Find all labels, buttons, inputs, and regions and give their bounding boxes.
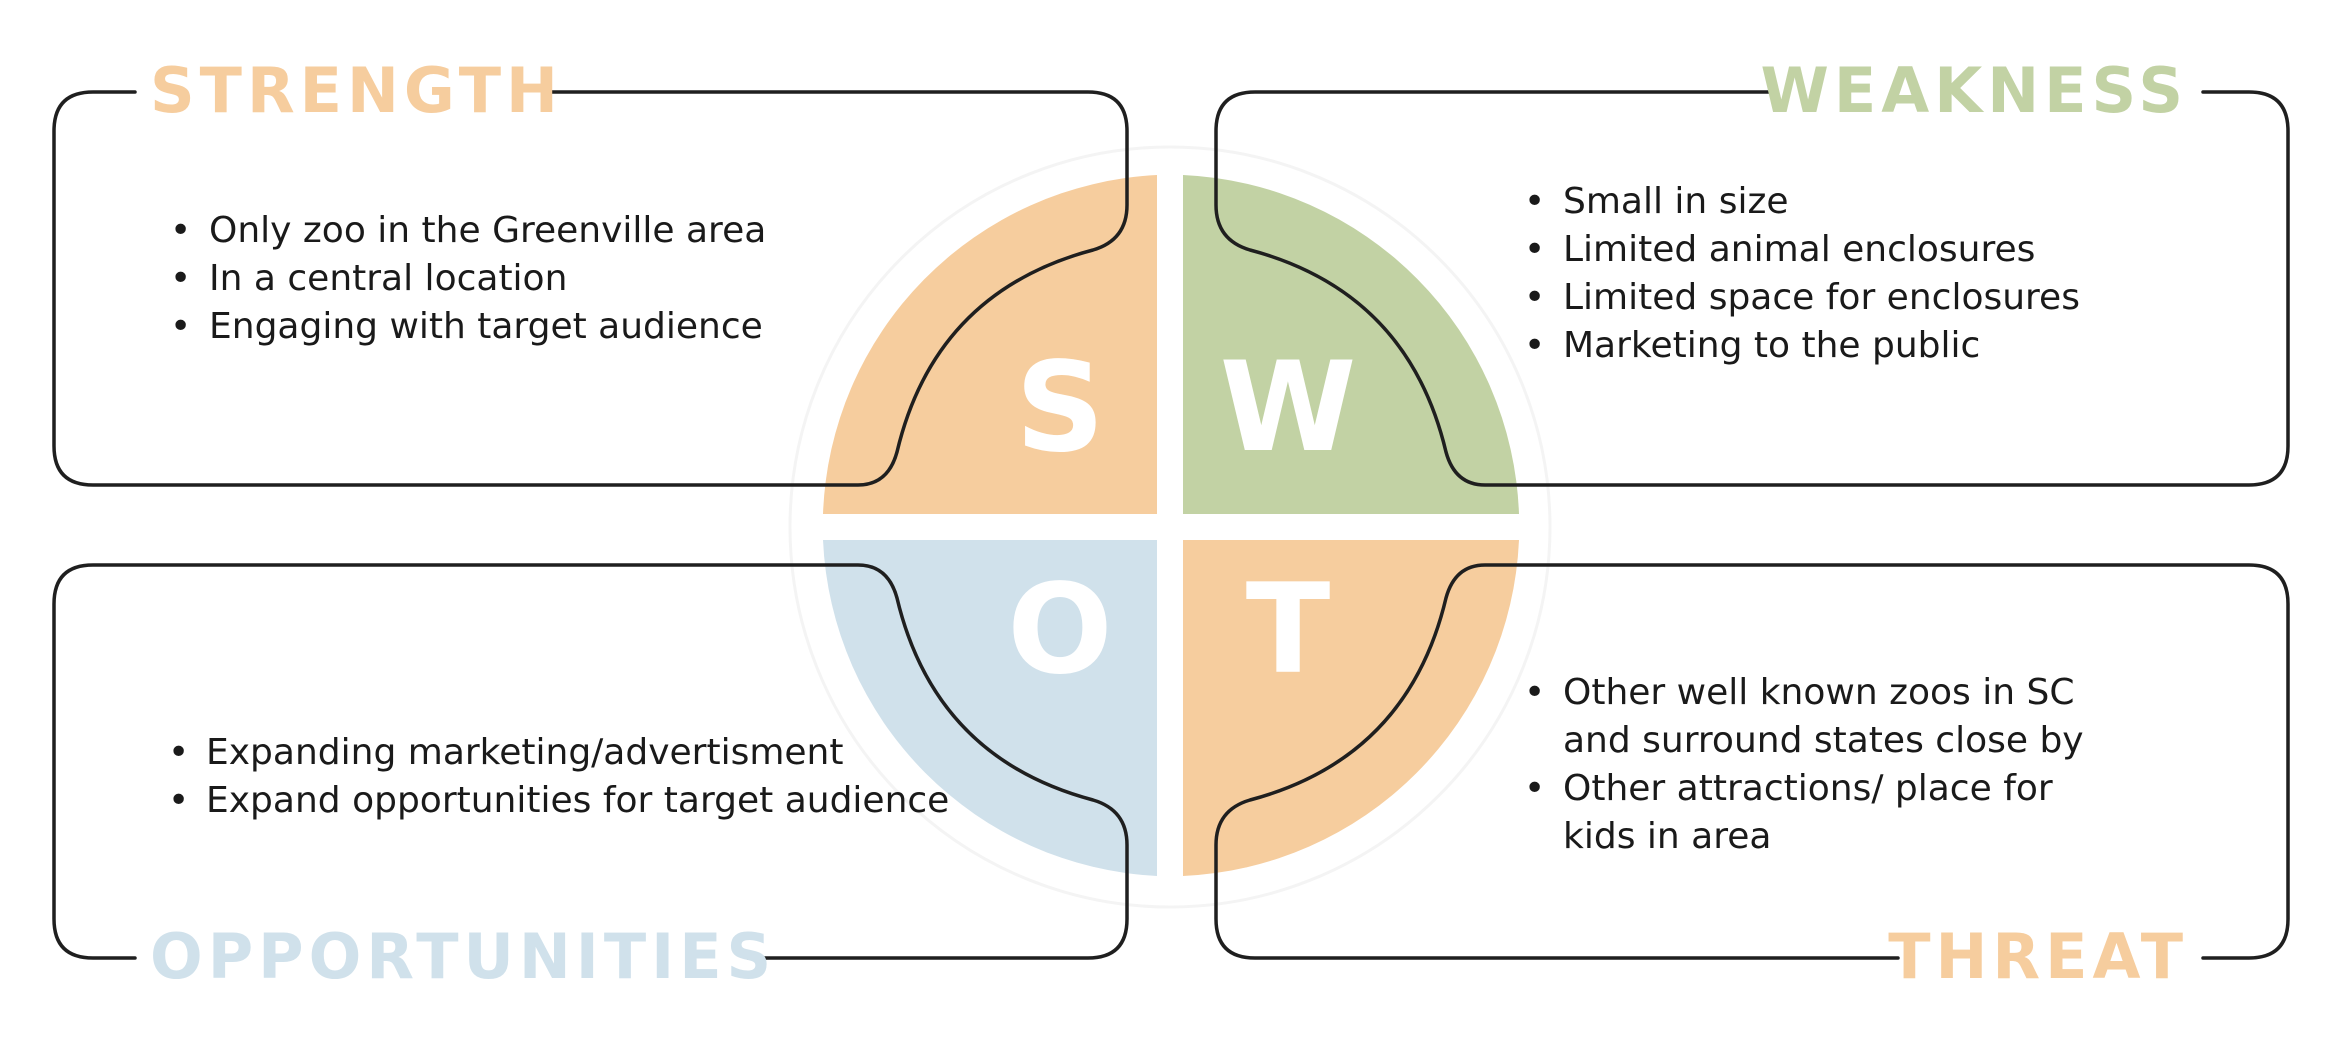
opportunities-list: • Expanding marketing/advertisment • Exp… <box>168 732 949 821</box>
weakness-list: • Small in size • Limited animal enclosu… <box>1524 181 2080 366</box>
opportunities-title: OPPORTUNITIES <box>150 920 776 993</box>
strength-bullet: • <box>170 258 191 299</box>
list-item: Marketing to the public <box>1563 325 1980 366</box>
threat-bullet: • <box>1524 768 1545 809</box>
list-item: Only zoo in the Greenville area <box>209 210 766 251</box>
list-item: Small in size <box>1563 181 1789 222</box>
letter-o: O <box>1007 558 1112 702</box>
threat-wedge <box>1183 540 1519 876</box>
weakness-bullet: • <box>1524 181 1545 222</box>
list-item: In a central location <box>209 258 567 299</box>
weakness-bullet: • <box>1524 229 1545 270</box>
list-item: Engaging with target audience <box>209 306 763 347</box>
list-item-continuation: and surround states close by <box>1563 720 2084 761</box>
list-item: Limited space for enclosures <box>1563 277 2080 318</box>
opportunities-bullet: • <box>168 732 189 773</box>
list-item-continuation: kids in area <box>1563 816 1771 857</box>
strength-list: • Only zoo in the Greenville area • In a… <box>170 210 766 347</box>
strength-frame <box>52 90 1129 487</box>
strength-bullet: • <box>170 210 191 251</box>
letter-s: S <box>1015 336 1104 480</box>
threat-frame <box>1214 563 2290 960</box>
list-item: Other well known zoos in SC <box>1563 672 2075 713</box>
letter-t: T <box>1246 558 1331 702</box>
outer-ring <box>788 145 1552 909</box>
weakness-bullet: • <box>1524 277 1545 318</box>
weakness-frame <box>1214 90 2290 487</box>
strength-bullet: • <box>170 306 191 347</box>
list-item: Expanding marketing/advertisment <box>206 732 844 773</box>
weakness-wedge <box>1183 175 1519 514</box>
letter-w: W <box>1220 336 1357 480</box>
opportunities-frame <box>52 563 1129 960</box>
list-item: Limited animal enclosures <box>1563 229 2035 270</box>
threat-bullet: • <box>1524 672 1545 713</box>
threat-list: • Other well known zoos in SC and surrou… <box>1524 672 2084 857</box>
list-item: Other attractions/ place for <box>1563 768 2053 809</box>
weakness-bullet: • <box>1524 325 1545 366</box>
strength-wedge <box>823 175 1157 514</box>
strength-title: STRENGTH <box>150 54 563 127</box>
threat-title: THREAT <box>1888 920 2188 993</box>
opportunities-wedge <box>823 540 1157 876</box>
opportunities-bullet: • <box>168 780 189 821</box>
weakness-title: WEAKNESS <box>1760 54 2188 127</box>
list-item: Expand opportunities for target audience <box>206 780 949 821</box>
